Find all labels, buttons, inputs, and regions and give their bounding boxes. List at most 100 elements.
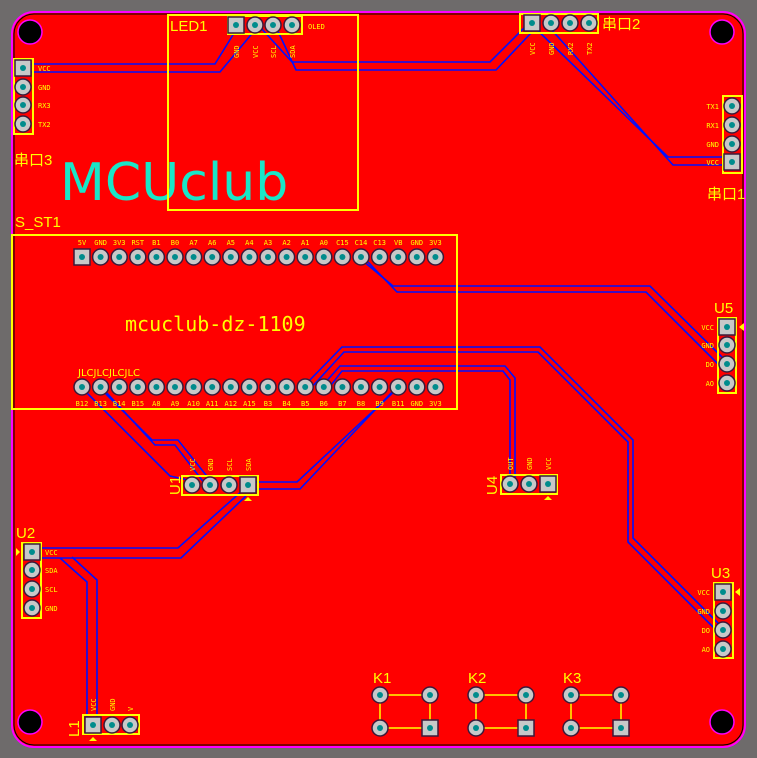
u3-designator: U3 [711, 565, 730, 582]
pad-hole [97, 254, 104, 260]
trace [40, 495, 247, 559]
pin-label: VB [394, 239, 402, 247]
pin-label: VCC [90, 698, 98, 711]
pad-hole [523, 692, 529, 698]
s-st1-designator: S_ST1 [15, 214, 61, 231]
pad-hole [246, 384, 253, 390]
pad-hole [127, 722, 133, 728]
pad-hole [358, 384, 364, 390]
pad-hole [395, 384, 402, 390]
pin-label: B5 [301, 400, 309, 408]
pad-hole [189, 482, 195, 488]
pin-label: A11 [206, 400, 219, 408]
pad-hole [720, 608, 726, 614]
pad-hole [618, 692, 624, 698]
pad-hole [567, 20, 573, 26]
uart3-header [13, 58, 34, 135]
pin-label: A12 [224, 400, 237, 408]
u2-header [21, 542, 42, 619]
pin-label: SCL [226, 458, 234, 471]
trace [105, 391, 206, 485]
pad-hole [245, 482, 251, 488]
pin-label: DO [706, 361, 714, 369]
uart3-designator: 串口3 [14, 152, 52, 169]
pin-label: SCL [270, 45, 278, 58]
pad-hole [526, 481, 532, 487]
l1-header [82, 714, 140, 735]
trace [14, 29, 256, 73]
pin-label: V [127, 706, 135, 711]
mounting-hole [17, 709, 43, 735]
pin-label: B3 [264, 400, 272, 408]
pin-label: A2 [282, 239, 290, 247]
pad-hole [190, 384, 197, 390]
u4-header [500, 474, 558, 495]
pad-hole [227, 254, 234, 260]
trace [309, 351, 717, 631]
pad-hole [413, 384, 420, 390]
pad-hole [724, 361, 730, 367]
pad-hole [302, 384, 309, 390]
pad-hole [473, 692, 479, 698]
pin-label: AO [702, 646, 710, 654]
trace [59, 557, 88, 725]
trace [40, 489, 244, 549]
pin1-marker [16, 548, 20, 556]
pad-hole [548, 20, 554, 26]
uart2-designator: 串口2 [602, 16, 640, 33]
pin-label: B11 [392, 400, 405, 408]
u2-designator: U2 [16, 525, 35, 542]
pin-label: A10 [187, 400, 200, 408]
pin-label: B6 [320, 400, 328, 408]
pad-hole [134, 254, 141, 260]
pad-hole [265, 254, 271, 260]
board-keepout [13, 13, 744, 746]
pin-label: RST [131, 239, 144, 247]
led1-name: OLED [308, 23, 325, 31]
pad-hole [724, 380, 730, 386]
pad-hole [432, 384, 439, 390]
pin-label: A7 [189, 239, 197, 247]
pad-hole [29, 605, 35, 611]
pin-label: TX2 [38, 121, 51, 129]
pin-label: OUT [507, 457, 515, 470]
pin-label: VCC [697, 589, 710, 597]
pad-hole [190, 254, 197, 260]
mounting-holes [17, 19, 735, 735]
pin-label: A6 [208, 239, 216, 247]
switch-outline [379, 694, 431, 729]
pin-label: 3V3 [429, 239, 442, 247]
pad-hole [153, 384, 160, 390]
pin-label: SDA [45, 567, 58, 575]
pad-hole [568, 725, 574, 731]
pad-hole [226, 482, 232, 488]
pin-label: A1 [301, 239, 309, 247]
trace [275, 26, 533, 71]
pin-label: RX2 [567, 42, 575, 55]
pin-label: GND [701, 342, 714, 350]
pad-hole [209, 384, 216, 390]
pad-hole [729, 122, 735, 128]
pad-hole [358, 254, 364, 260]
pad-hole [432, 254, 439, 260]
pin-label: GND [706, 141, 719, 149]
pin-label: GND [207, 458, 215, 471]
pad-hole [172, 384, 178, 390]
mounting-hole [709, 709, 735, 735]
pin-label: SDA [245, 458, 253, 471]
pad-hole [116, 384, 123, 390]
pad-hole [586, 20, 592, 26]
l1-designator: L1 [66, 720, 83, 737]
uart1-designator: 串口1 [707, 186, 745, 203]
pin-label: GND [548, 42, 556, 55]
pad-hole [377, 725, 383, 731]
pad-hole [720, 589, 726, 595]
k2-designator: K2 [468, 670, 486, 687]
pad-hole [209, 254, 216, 260]
pad-hole [207, 482, 213, 488]
pin-label: C15 [336, 239, 349, 247]
pin-label: B13 [94, 400, 107, 408]
jlc-mark: JLCJLCJLCJLC [77, 368, 140, 379]
